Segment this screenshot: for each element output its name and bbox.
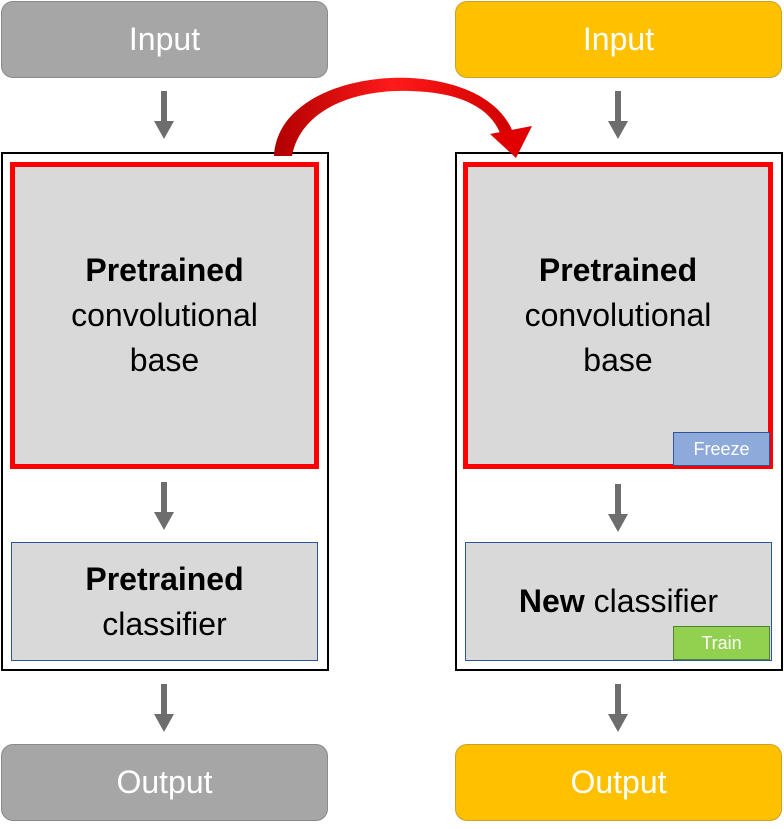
left-input-label: Input (128, 21, 201, 57)
right-base-line3: base (583, 342, 653, 378)
right-input-label: Input (582, 21, 655, 57)
train-badge: Train (673, 626, 770, 660)
left-base-bold-label: Pretrained (85, 252, 244, 288)
right-output-box: Output (455, 744, 782, 821)
left-output-label: Output (116, 764, 213, 800)
transfer-curved-arrow (274, 77, 512, 156)
right-classifier-bold-label: New (518, 583, 585, 619)
right-classifier-text: New classifier (519, 579, 718, 624)
freeze-badge: Freeze (673, 432, 770, 466)
right-arrow-classifier-to-output (608, 684, 628, 732)
left-input-box: Input (1, 1, 328, 78)
left-pretrained-base: Pretrained convolutional base (10, 162, 319, 469)
left-classifier-line2: classifier (102, 605, 227, 642)
right-base-line2: convolutional (524, 297, 712, 333)
transfer-arrow-head (490, 126, 532, 158)
right-input-box: Input (455, 1, 782, 78)
train-label: Train (701, 632, 742, 653)
left-arrow-base-to-classifier (154, 482, 174, 530)
right-arrow-input-to-base (608, 91, 628, 139)
left-classifier-bold-label: Pretrained (85, 560, 244, 597)
left-output-box: Output (1, 744, 328, 821)
left-pretrained-classifier: Pretrained classifier (11, 542, 318, 661)
left-base-line3: base (129, 342, 200, 378)
right-output-label: Output (570, 764, 667, 800)
freeze-label: Freeze (693, 438, 750, 459)
right-pretrained-base: Pretrained convolutional base (463, 162, 773, 469)
left-arrow-classifier-to-output (154, 684, 174, 732)
right-arrow-base-to-classifier (608, 484, 628, 532)
right-classifier-rest: classifier (593, 583, 719, 619)
left-arrow-input-to-base (154, 91, 174, 139)
left-base-line2: convolutional (71, 297, 258, 333)
right-base-bold-label: Pretrained (538, 252, 698, 288)
